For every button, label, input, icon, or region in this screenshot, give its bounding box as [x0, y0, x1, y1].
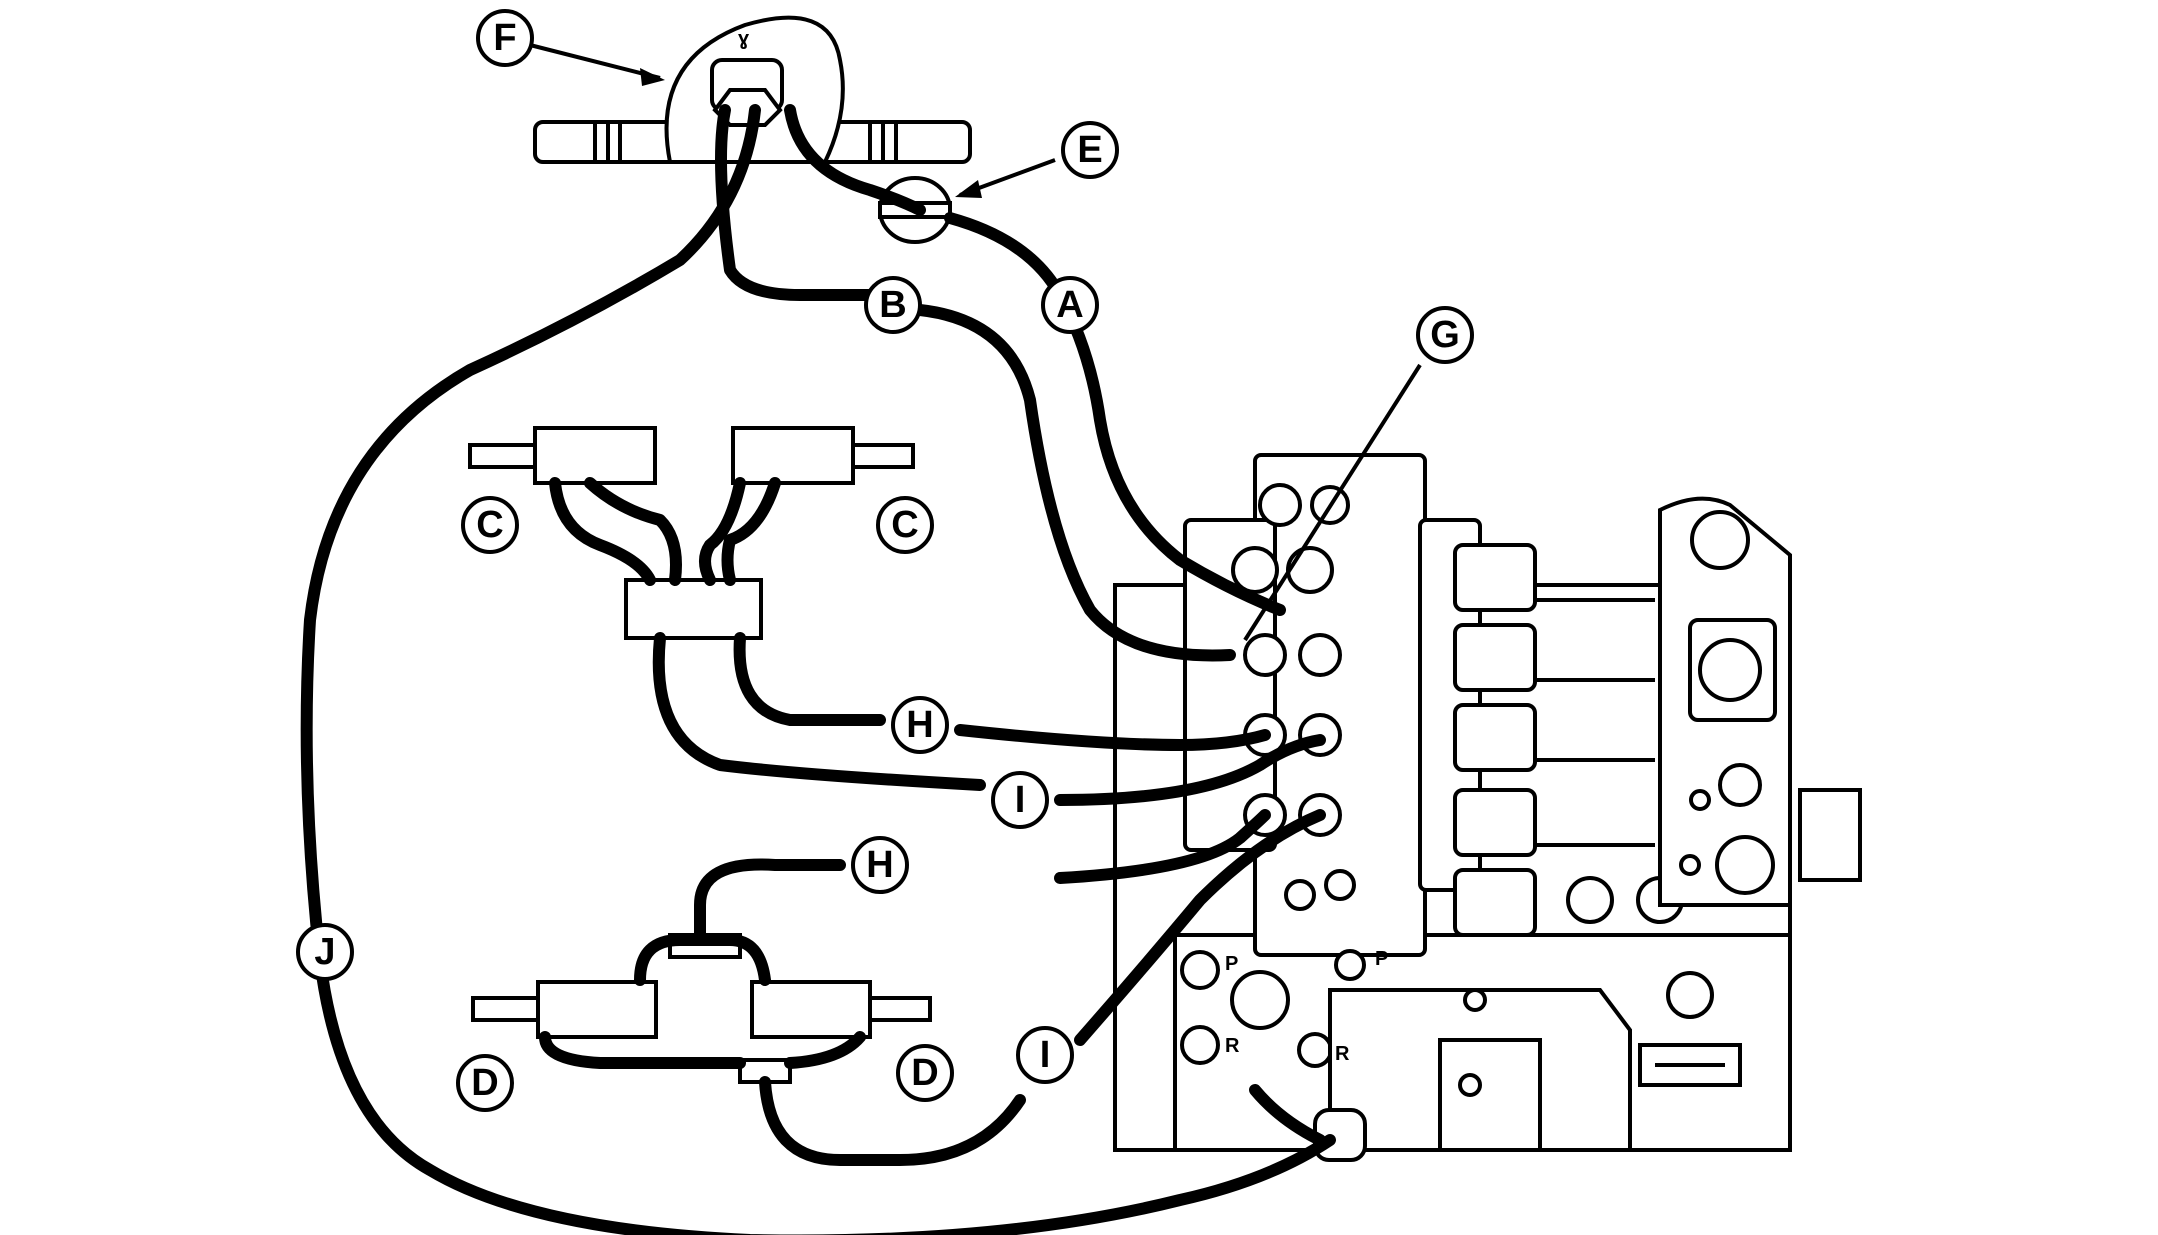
svg-text:F: F — [493, 17, 516, 59]
callout-f: F — [476, 9, 534, 67]
svg-text:B: B — [879, 284, 906, 326]
svg-text:D: D — [911, 1052, 938, 1094]
callout-g: G — [1416, 306, 1474, 364]
valve-assembly: P P R R — [1113, 453, 1862, 1162]
callout-c-left: C — [461, 496, 519, 554]
callout-i-upper: I — [991, 771, 1049, 829]
port-label-r: R — [1225, 1035, 1240, 1057]
svg-text:A: A — [1056, 284, 1083, 326]
callout-a: A — [1041, 276, 1099, 334]
callout-d-left: D — [456, 1054, 514, 1112]
callout-h-upper: H — [891, 696, 949, 754]
callout-d-right: D — [896, 1044, 954, 1102]
callout-j: J — [296, 923, 354, 981]
svg-text:J: J — [314, 931, 335, 973]
svg-text:H: H — [906, 704, 933, 746]
callout-i-lower: I — [1016, 1026, 1074, 1084]
svg-text:C: C — [476, 504, 503, 546]
port-label-r2: R — [1335, 1043, 1350, 1065]
callout-c-right: C — [876, 496, 934, 554]
svg-text:ɣ: ɣ — [738, 28, 750, 50]
leader-lines — [529, 43, 1422, 642]
callout-h-lower: H — [851, 836, 909, 894]
solenoid-pair-c — [468, 426, 915, 640]
port-label-p2: P — [1375, 948, 1388, 970]
top-manifold: ɣ — [533, 15, 972, 164]
callout-b: B — [864, 276, 922, 334]
svg-text:I: I — [1015, 779, 1026, 821]
svg-text:E: E — [1077, 129, 1102, 171]
callout-e: E — [1061, 121, 1119, 179]
svg-text:I: I — [1040, 1034, 1051, 1076]
svg-text:C: C — [891, 504, 918, 546]
svg-text:G: G — [1430, 314, 1460, 356]
svg-text:H: H — [866, 844, 893, 886]
svg-text:D: D — [471, 1062, 498, 1104]
solenoid-pair-d — [471, 933, 932, 1084]
port-label-p: P — [1225, 953, 1238, 975]
